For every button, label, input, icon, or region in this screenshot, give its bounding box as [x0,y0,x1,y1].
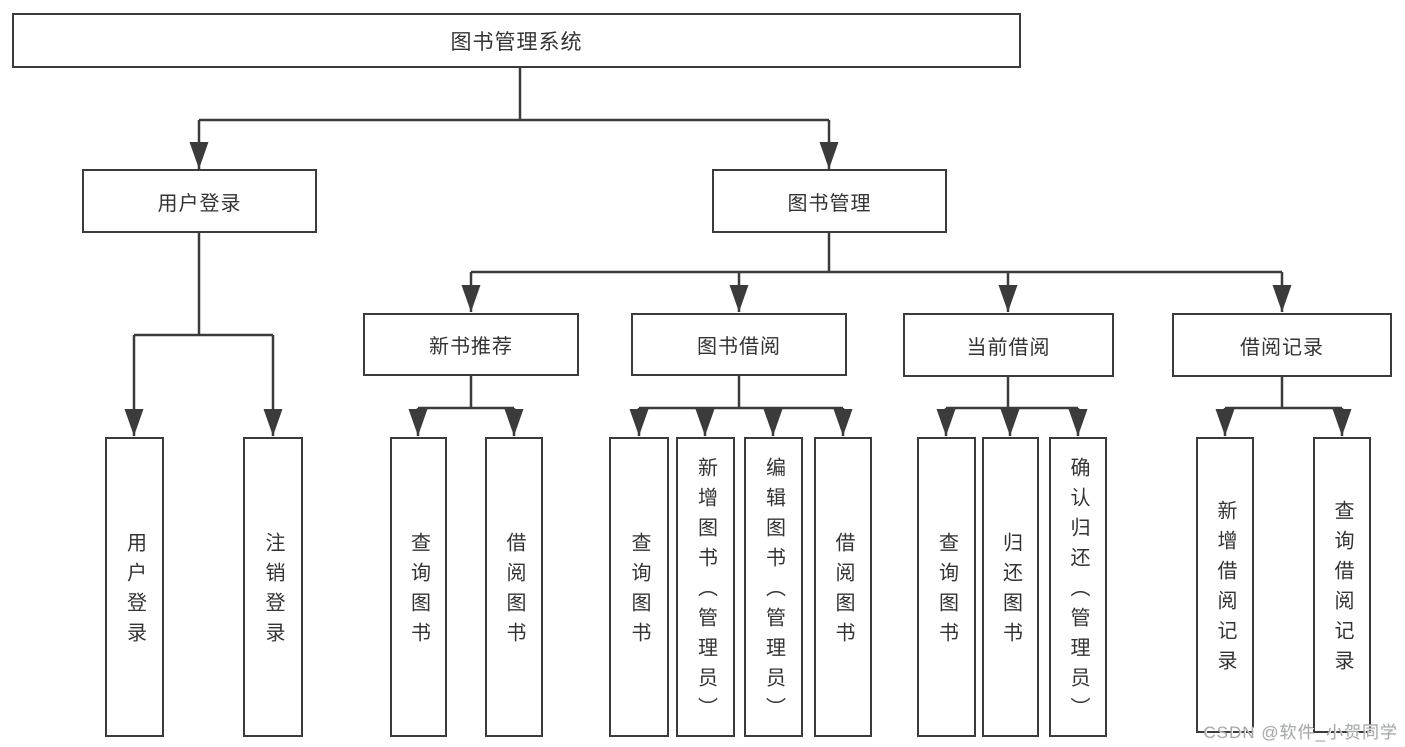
csdn-watermark: CSDN @软件_小贺同学 [1203,723,1398,742]
node-book-management-branch: 图书管理 [712,169,947,233]
leaf-add-books-admin-label: 新增图书（管理员） [694,457,717,727]
leaf-logout-label: 注销登录 [262,532,284,652]
leaf-borrow-books-label: 借阅图书 [832,532,854,652]
leaf-query-books-current: 查询图书 [917,437,976,737]
leaf-query-books-borrowing: 查询图书 [609,437,669,737]
leaf-add-borrow-record: 新增借阅记录 [1196,437,1254,733]
node-root-system: 图书管理系统 [12,13,1021,68]
node-user-login-branch: 用户登录 [82,169,317,233]
node-book-borrowing: 图书借阅 [631,313,847,376]
leaf-user-login-label: 用户登录 [123,532,146,652]
leaf-query-borrow-record-label: 查询借阅记录 [1331,500,1353,680]
leaf-return-books: 归还图书 [982,437,1039,737]
leaf-query-borrow-record: 查询借阅记录 [1313,437,1371,733]
node-borrowing-records: 借阅记录 [1172,313,1392,377]
leaf-confirm-return-admin: 确认归还（管理员） [1049,437,1107,737]
leaf-edit-books-admin-label: 编辑图书（管理员） [762,457,785,727]
leaf-confirm-return-admin-label: 确认归还（管理员） [1067,457,1089,727]
leaf-query-books-current-label: 查询图书 [935,532,958,652]
leaf-borrow-books-recommend: 借阅图书 [485,437,543,737]
leaf-user-login: 用户登录 [105,437,164,737]
node-new-book-recommendation: 新书推荐 [363,313,579,376]
leaf-query-books-recommend: 查询图书 [390,437,447,737]
leaf-query-books-borrowing-label: 查询图书 [628,532,650,652]
leaf-add-books-admin: 新增图书（管理员） [676,437,735,737]
leaf-add-borrow-record-label: 新增借阅记录 [1214,500,1236,680]
leaf-borrow-books-recommend-label: 借阅图书 [503,532,525,652]
leaf-borrow-books: 借阅图书 [814,437,872,737]
leaf-return-books-label: 归还图书 [999,532,1022,652]
leaf-logout: 注销登录 [243,437,303,737]
leaf-edit-books-admin: 编辑图书（管理员） [744,437,803,737]
node-current-borrowing: 当前借阅 [903,313,1114,377]
leaf-query-books-recommend-label: 查询图书 [407,532,430,652]
